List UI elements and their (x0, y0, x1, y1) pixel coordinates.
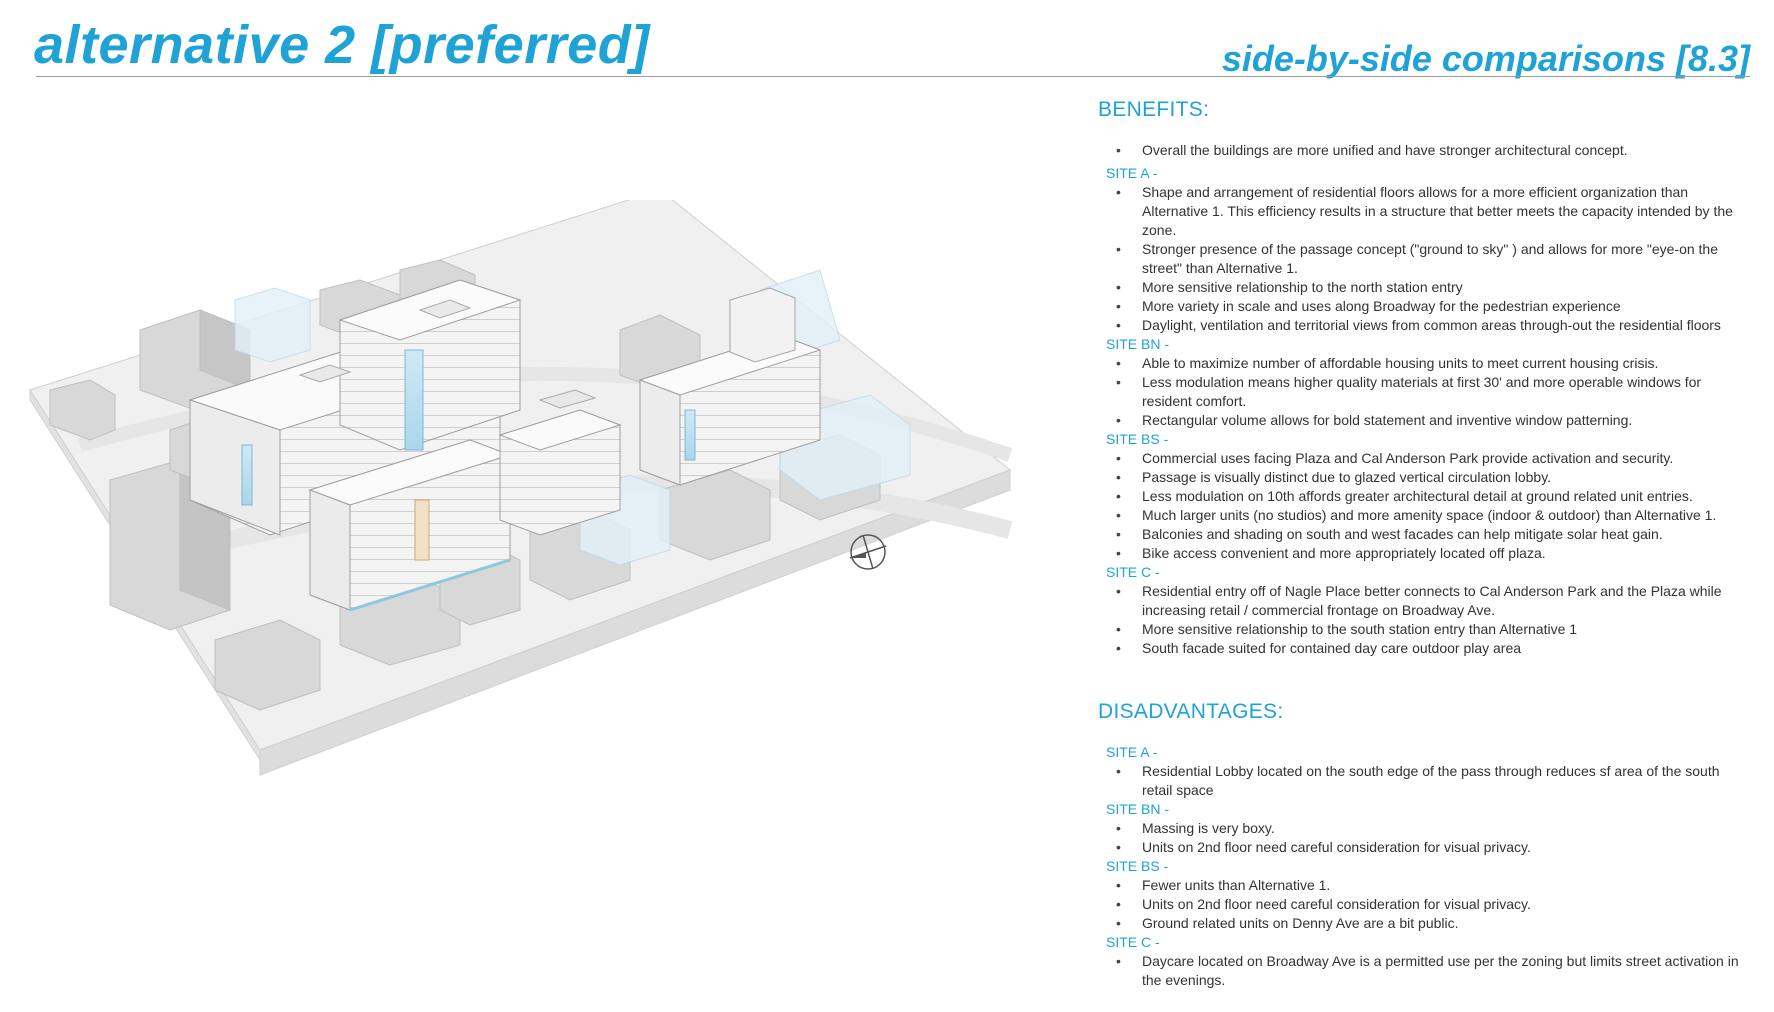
page-subtitle: side-by-side comparisons [8.3] (1221, 38, 1750, 79)
benefits-site-c-label: SITE C - (1106, 564, 1160, 580)
header-rule (36, 76, 1750, 77)
list-item: Residential Lobby located on the south e… (1116, 762, 1748, 800)
disadvantages-site-c-list: Daycare located on Broadway Ave is a per… (1116, 952, 1748, 990)
list-item: Residential entry off of Nagle Place bet… (1116, 582, 1748, 620)
list-item: Able to maximize number of affordable ho… (1116, 354, 1748, 373)
disadvantages-site-bn-label: SITE BN - (1106, 801, 1170, 817)
benefits-heading: BENEFITS: (1098, 98, 1210, 121)
list-item: Daylight, ventilation and territorial vi… (1116, 316, 1748, 335)
list-item: Less modulation on 10th affords greater … (1116, 487, 1748, 506)
site-c-building (638, 287, 822, 486)
benefits-site-a-list: Shape and arrangement of residential flo… (1116, 183, 1748, 335)
disadvantages-site-bn-list: Massing is very boxy. Units on 2nd floor… (1116, 819, 1748, 857)
site-b-buildings (308, 389, 622, 612)
benefits-site-a-label: SITE A - (1106, 165, 1158, 181)
list-item: Rectangular volume allows for bold state… (1116, 411, 1748, 430)
benefits-site-c-list: Residential entry off of Nagle Place bet… (1116, 582, 1748, 658)
list-item: Stronger presence of the passage concept… (1116, 240, 1748, 278)
context-buildings (49, 259, 881, 711)
list-item: Balconies and shading on south and west … (1116, 525, 1748, 544)
list-item: Ground related units on Denny Ave are a … (1116, 914, 1748, 933)
disadvantages-heading: DISADVANTAGES: (1098, 700, 1284, 723)
benefits-general-list: Overall the buildings are more unified a… (1116, 141, 1748, 160)
list-item: Units on 2nd floor need careful consider… (1116, 895, 1748, 914)
disadvantages-site-a-label: SITE A - (1106, 744, 1158, 760)
list-item: Fewer units than Alternative 1. (1116, 876, 1748, 895)
list-item: Less modulation means higher quality mat… (1116, 373, 1748, 411)
list-item: More sensitive relationship to the south… (1116, 620, 1748, 639)
list-item: Massing is very boxy. (1116, 819, 1748, 838)
massing-model-drawing (29, 200, 1013, 776)
list-item: Commercial uses facing Plaza and Cal And… (1116, 449, 1748, 468)
disadvantages-site-bs-list: Fewer units than Alternative 1. Units on… (1116, 876, 1748, 933)
disadvantages-site-a-list: Residential Lobby located on the south e… (1116, 762, 1748, 800)
disadvantages-site-c-label: SITE C - (1106, 934, 1160, 950)
list-item: Passage is visually distinct due to glaz… (1116, 468, 1748, 487)
list-item: South facade suited for contained day ca… (1116, 639, 1748, 658)
list-item: Shape and arrangement of residential flo… (1116, 183, 1748, 240)
benefits-site-bs-list: Commercial uses facing Plaza and Cal And… (1116, 449, 1748, 563)
benefits-site-bs-label: SITE BS - (1106, 431, 1169, 447)
list-item: Units on 2nd floor need careful consider… (1116, 838, 1748, 857)
list-item: Bike access convenient and more appropri… (1116, 544, 1748, 563)
benefits-site-bn-list: Able to maximize number of affordable ho… (1116, 354, 1748, 430)
disadvantages-site-bs-label: SITE BS - (1106, 858, 1169, 874)
list-item: More sensitive relationship to the north… (1116, 278, 1748, 297)
list-item: Overall the buildings are more unified a… (1116, 141, 1748, 160)
benefits-site-bn-label: SITE BN - (1106, 336, 1170, 352)
comparison-text: BENEFITS: Overall the buildings are more… (1098, 98, 1748, 990)
list-item: More variety in scale and uses along Bro… (1116, 297, 1748, 316)
page-title: alternative 2 [preferred] (34, 15, 650, 75)
list-item: Daycare located on Broadway Ave is a per… (1116, 952, 1748, 990)
list-item: Much larger units (no studios) and more … (1116, 506, 1748, 525)
north-arrow-icon (849, 534, 887, 570)
